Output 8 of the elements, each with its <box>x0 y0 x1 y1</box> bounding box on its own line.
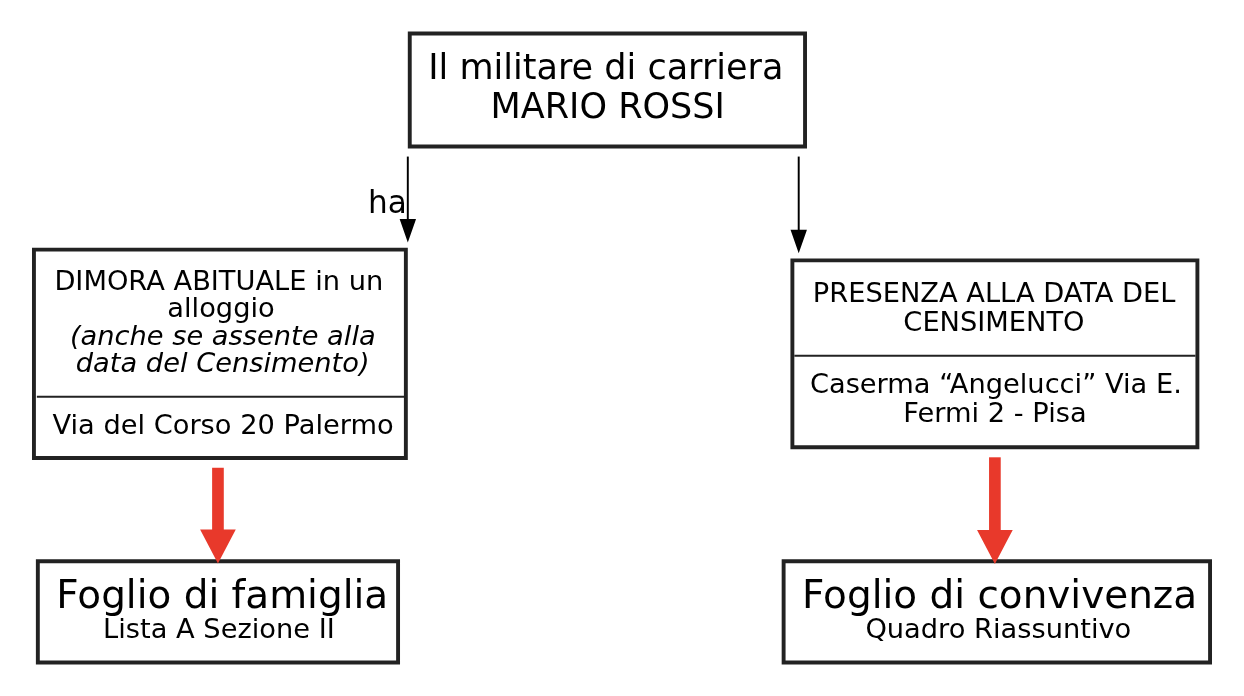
node-box: Foglio di convivenza Quadro Riassuntivo <box>781 559 1212 665</box>
arrow <box>399 155 416 243</box>
arrow <box>790 155 807 254</box>
node-box: Foglio di famiglia Lista A Sezione II <box>35 559 400 665</box>
edge-label: ha <box>367 184 407 221</box>
node-box: Il militare di carriera MARIO ROSSI <box>407 31 807 149</box>
arrow <box>977 457 1013 564</box>
arrow <box>200 467 236 564</box>
